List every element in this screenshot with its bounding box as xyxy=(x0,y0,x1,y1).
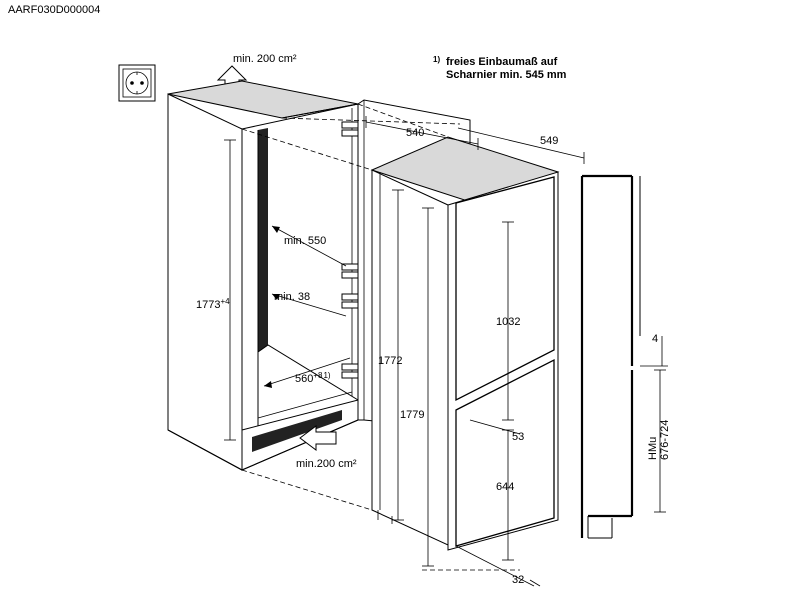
dimension-niche-depth xyxy=(271,225,347,267)
dimension-niche-height xyxy=(224,139,236,441)
dimension-32-label: 32 xyxy=(512,574,524,586)
hmu-range-label: 676-724 xyxy=(659,420,671,460)
dimension-1032-label: 1032 xyxy=(496,316,520,328)
drawing-code: AARF030D000004 xyxy=(8,4,100,16)
dimension-hmu xyxy=(654,369,666,513)
dimension-4-label: 4 xyxy=(652,333,658,345)
dimension-540-label: 540 xyxy=(406,127,424,139)
dimension-1772-label: 1772 xyxy=(378,355,402,367)
vent-bottom-label: min.200 cm² xyxy=(296,458,357,470)
dimension-1032 xyxy=(502,221,514,420)
dimension-niche-width xyxy=(263,357,351,388)
dimension-540 xyxy=(365,116,479,150)
niche-width-label: 560+81) xyxy=(295,371,331,385)
note-line-1: freies Einbaumaß auf xyxy=(446,56,558,68)
niche-cabinet xyxy=(167,80,359,471)
hinge-middle-icon xyxy=(341,263,361,309)
hinge-bottom-icon xyxy=(341,363,361,379)
hmu-label-group: HMu 676-724 xyxy=(647,420,671,460)
hinge-top-icon xyxy=(341,121,361,137)
appliance-body xyxy=(370,136,560,551)
note-line-2: Scharnier min. 545 mm xyxy=(446,69,567,81)
dimension-53-label: 53 xyxy=(512,431,524,443)
hmu-label: HMu xyxy=(647,437,659,460)
dimension-1779 xyxy=(422,207,434,567)
dimension-32 xyxy=(422,545,541,587)
vent-top-label: min. 200 cm² xyxy=(233,53,297,65)
note-marker: 1) xyxy=(433,55,440,64)
dimension-644-label: 644 xyxy=(496,481,514,493)
dimension-1779-label: 1779 xyxy=(400,409,424,421)
air-inlet-arrow-icon xyxy=(299,425,337,451)
dimension-549-label: 549 xyxy=(540,135,558,147)
dimension-niche-gap xyxy=(271,293,347,317)
niche-height-label: 1773+4 xyxy=(196,297,230,311)
projection-lines xyxy=(241,103,471,511)
power-socket-icon xyxy=(118,64,156,102)
dimension-644 xyxy=(502,430,514,561)
dimension-1772 xyxy=(392,189,404,521)
niche-gap-label: min. 38 xyxy=(274,291,310,303)
side-section-view xyxy=(580,174,641,539)
dimension-4 xyxy=(640,336,668,367)
niche-depth-label: min. 550 xyxy=(284,235,326,247)
dimension-549 xyxy=(457,127,585,164)
